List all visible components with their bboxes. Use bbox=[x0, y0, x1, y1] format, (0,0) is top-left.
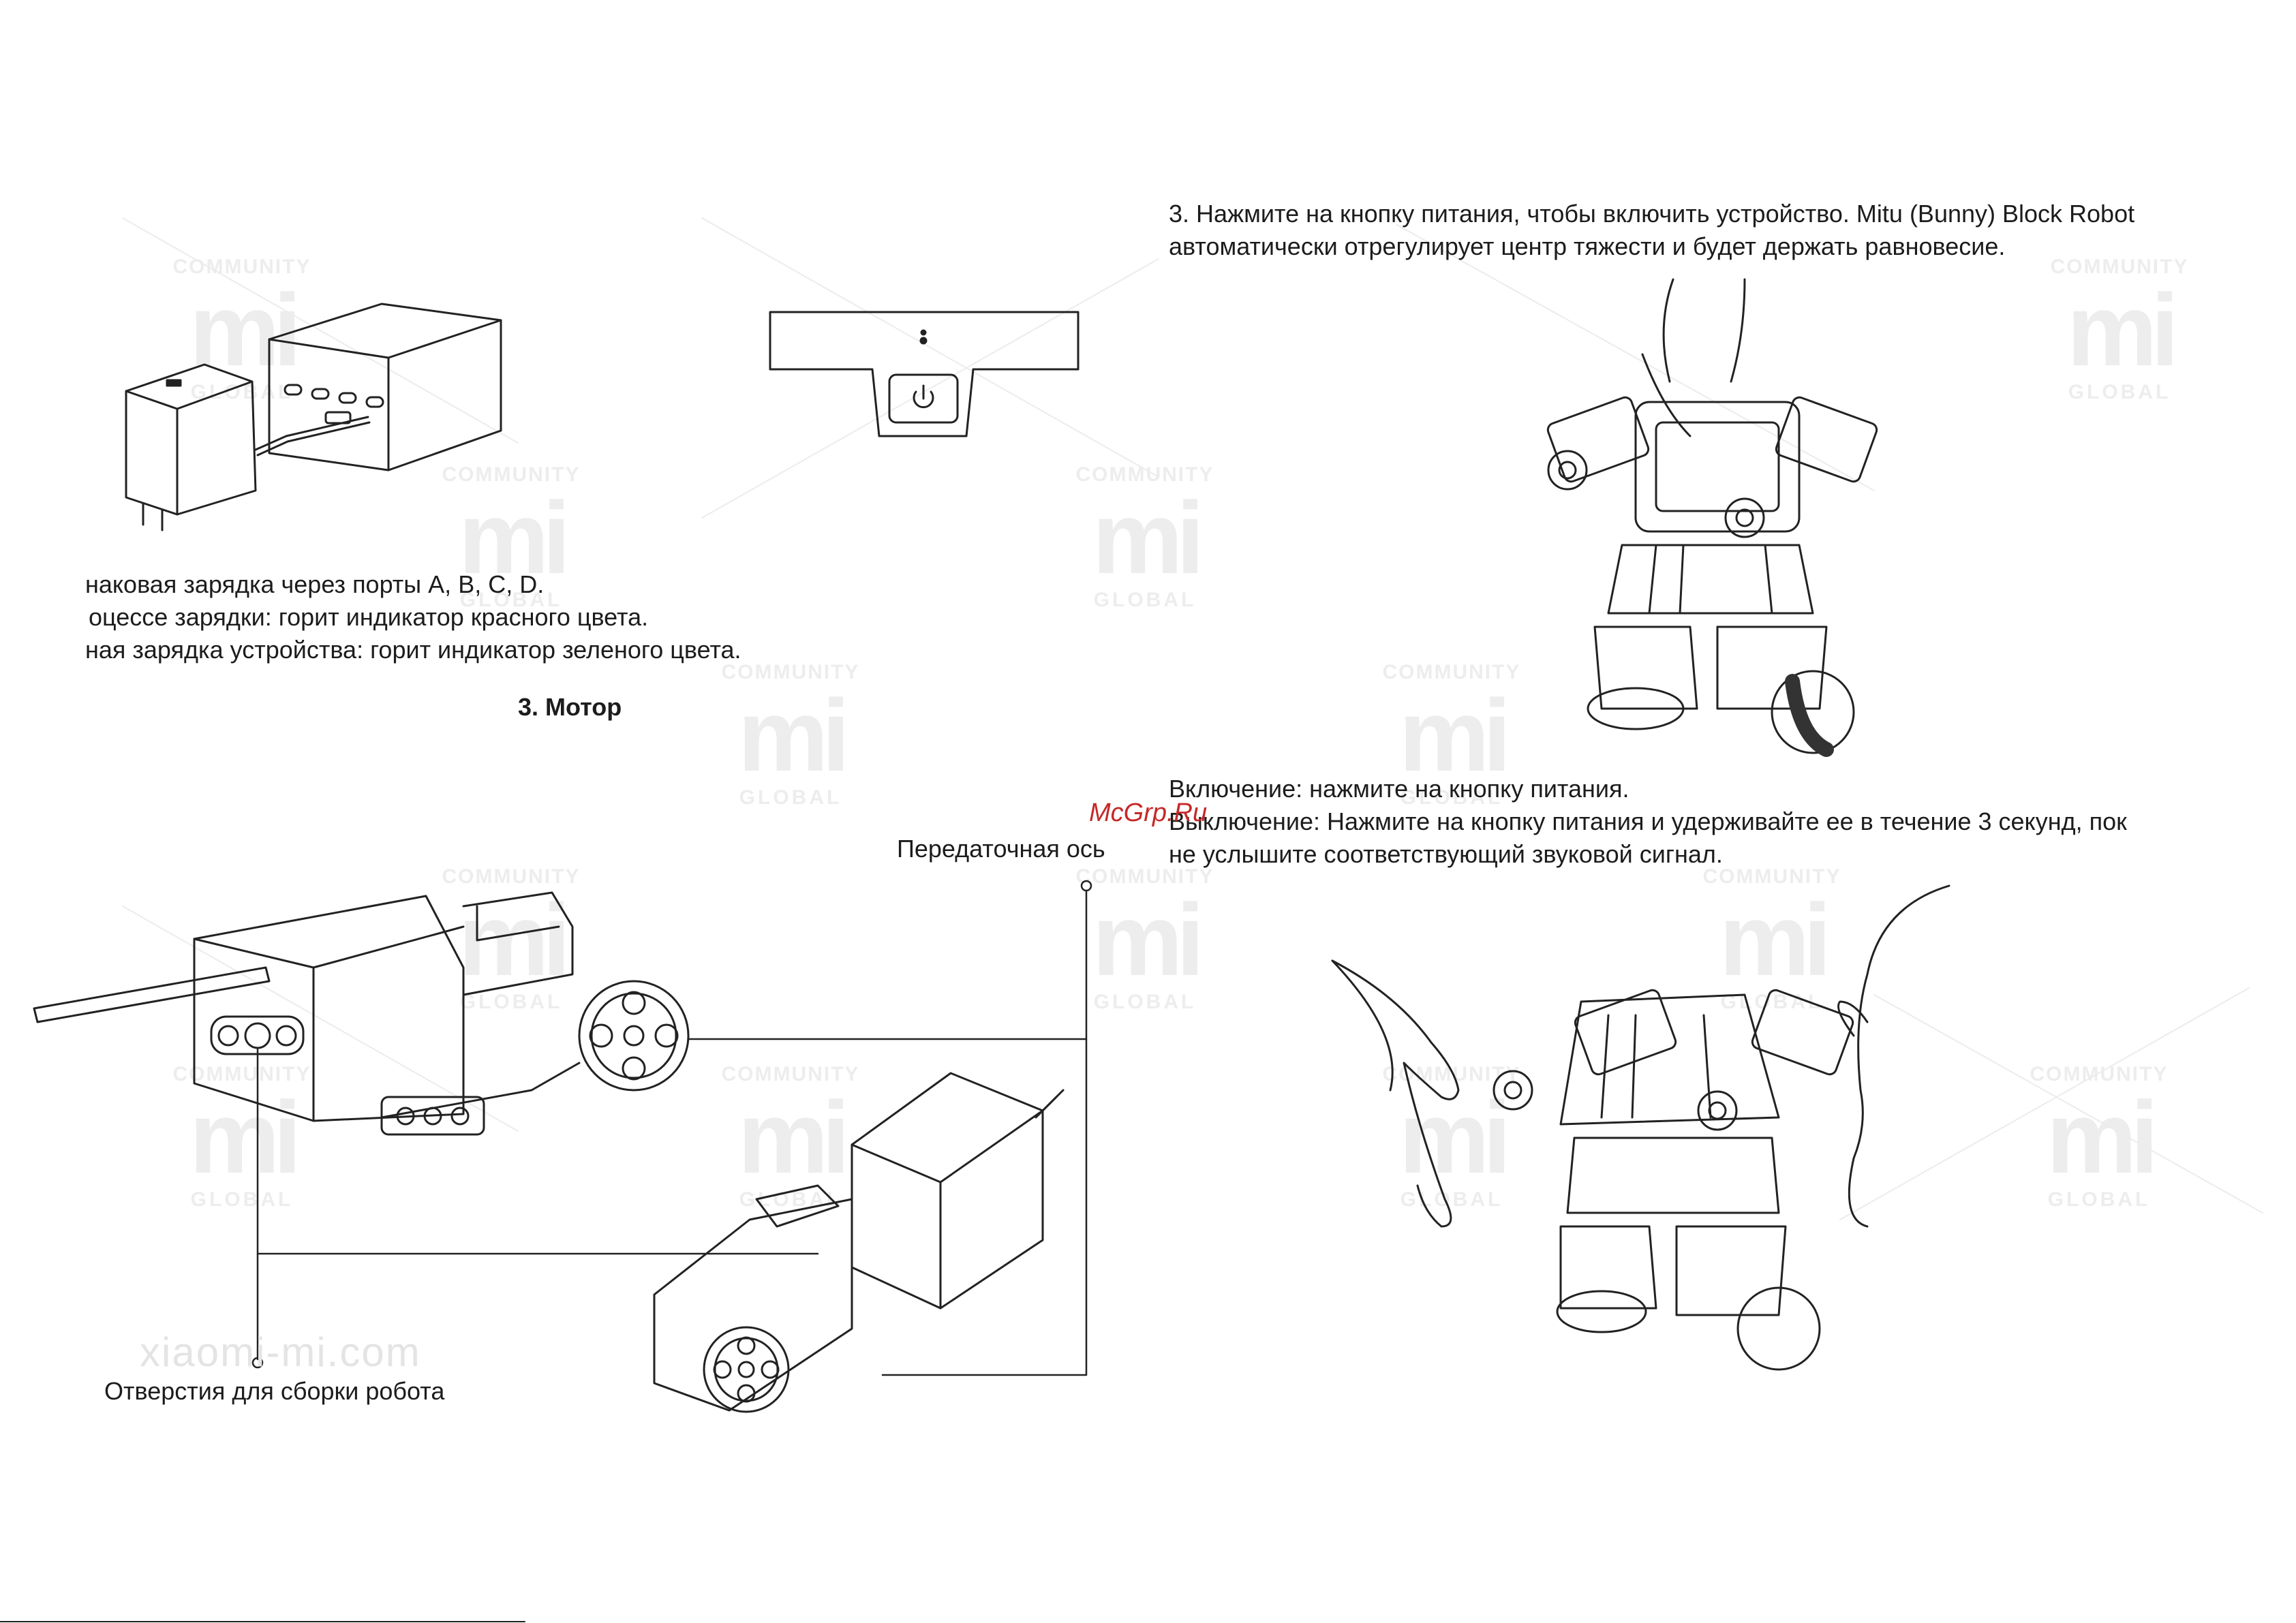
axle-label: Передаточная ось bbox=[897, 835, 1105, 863]
step3-line-2: автоматически отрегулирует центр тяжести… bbox=[1169, 232, 2006, 260]
power-panel bbox=[769, 311, 1080, 437]
robot-icon bbox=[1546, 278, 1878, 757]
holes-label: Отверстия для сборки робота bbox=[104, 1377, 445, 1405]
watermark-lines bbox=[122, 217, 2263, 1220]
robot-icon bbox=[1493, 989, 1854, 1371]
step3-line-1: 3. Нажмите на кнопку питания, чтобы вклю… bbox=[1169, 200, 2135, 228]
power-on-line: Включение: нажмите на кнопку питания. bbox=[1169, 775, 1629, 803]
power-icon bbox=[913, 384, 934, 409]
charger-icon bbox=[125, 303, 502, 531]
power-off-line-2: не услышите соответствующий звуковой сиг… bbox=[1169, 840, 1723, 868]
charging-line-1: наковая зарядка через порты A, B, C, D. bbox=[85, 570, 545, 598]
site-watermark: xiaomi-mi.com bbox=[140, 1329, 421, 1375]
charging-line-2: оцессе зарядки: горит индикатор красного… bbox=[89, 603, 649, 631]
motor-icon bbox=[33, 891, 690, 1136]
hand-icon bbox=[1837, 884, 1950, 1228]
mcgrp-watermark: McGrp.Ru bbox=[1089, 799, 1208, 827]
motor-icon bbox=[653, 1072, 1065, 1413]
power-off-line: Выключение: Нажмите на кнопку питания и … bbox=[1169, 807, 2127, 835]
motor-heading: 3. Мотор bbox=[518, 693, 622, 721]
charging-line-3: ная зарядка устройства: горит индикатор … bbox=[85, 636, 741, 664]
callout-lines bbox=[251, 880, 1092, 1376]
hand-icon bbox=[1331, 959, 1460, 1228]
